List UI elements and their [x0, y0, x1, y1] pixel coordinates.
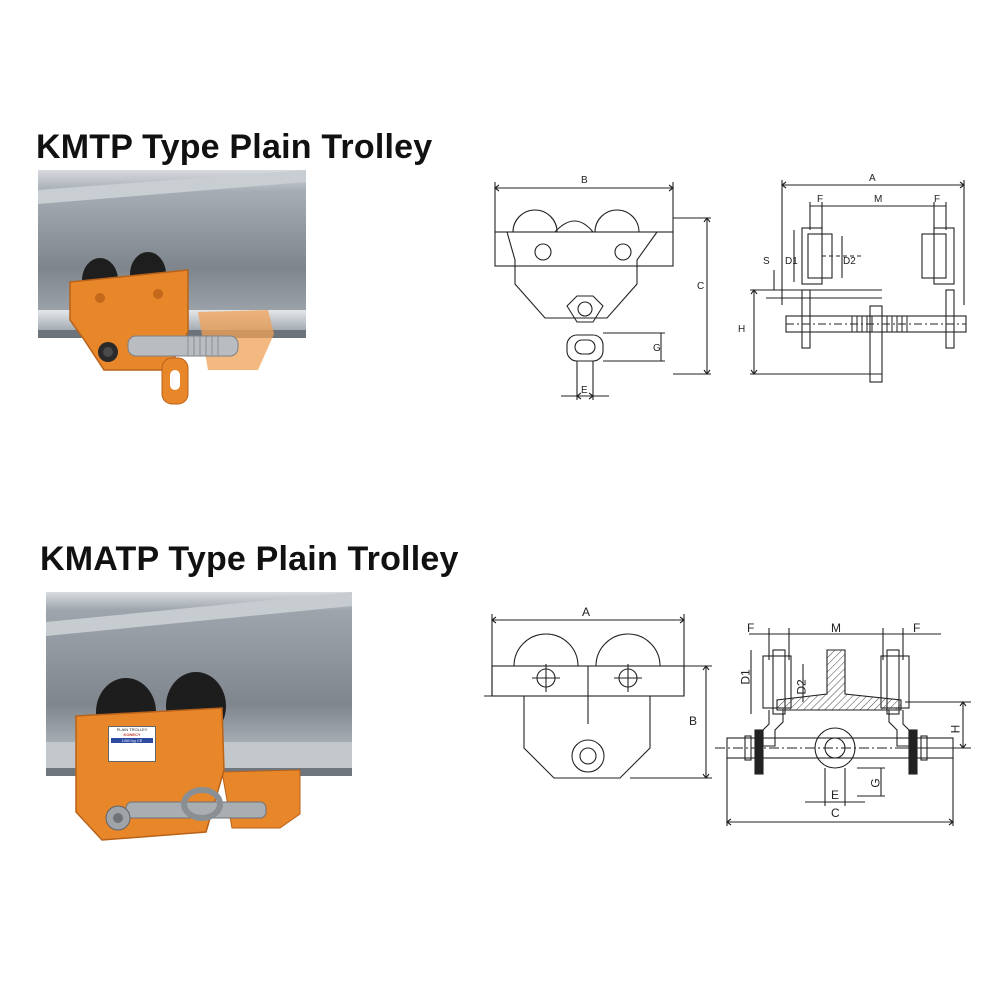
kmatp-side-dim-a: A: [582, 605, 591, 619]
kmtp-side-dim-e: E: [581, 385, 588, 396]
kmtp-trolley-photo: [38, 170, 306, 405]
section-1-title: KMTP Type Plain Trolley: [36, 128, 433, 166]
kmatp-trolley-photo: PLAIN TROLLEY KONECY 1000 kg CE: [46, 592, 354, 854]
kmatp-front-dim-e: E: [831, 788, 840, 802]
kmtp-side-view-drawing: [494, 182, 711, 400]
kmatp-front-dim-g: G: [868, 778, 883, 788]
kmtp-front-dim-d1: D1: [785, 256, 798, 267]
nameplate-ce-mark: CE: [136, 738, 143, 743]
kmtp-front-dim-a: A: [869, 173, 876, 184]
kmtp-front-dim-f-left: F: [817, 194, 824, 205]
kmtp-front-dim-s: S: [763, 256, 770, 267]
kmatp-front-dim-d1: D1: [738, 669, 753, 685]
kmatp-front-dim-c: C: [831, 806, 840, 820]
kmtp-front-view-drawing: [750, 180, 967, 383]
kmatp-front-dim-f-left: F: [747, 621, 755, 635]
kmtp-side-dim-c: C: [697, 281, 705, 292]
section-2-title: KMATP Type Plain Trolley: [40, 540, 459, 578]
kmtp-front-dim-h: H: [738, 324, 746, 335]
kmatp-front-dim-h: H: [948, 724, 963, 734]
kmtp-front-dim-f-right: F: [934, 194, 941, 205]
kmatp-front-dim-f-right: F: [913, 621, 921, 635]
kmatp-front-dim-m: M: [831, 621, 841, 635]
nameplate-line1: PLAIN TROLLEY: [116, 727, 148, 732]
kmtp-side-dim-b: B: [581, 175, 588, 186]
kmtp-front-dim-d2: D2: [843, 256, 856, 267]
nameplate-capacity: 1000 kg: [121, 738, 136, 743]
nameplate-brand: KONECY: [123, 732, 141, 737]
capacity-nameplate: PLAIN TROLLEY KONECY 1000 kg CE: [108, 726, 156, 762]
kmatp-front-view-drawing: [715, 628, 971, 826]
kmtp-front-dim-m: M: [874, 194, 883, 205]
kmatp-side-view-drawing: [484, 614, 712, 779]
kmatp-front-dim-d2: D2: [794, 679, 809, 695]
kmatp-side-dim-b: B: [689, 714, 698, 728]
kmtp-side-dim-g: G: [653, 343, 661, 354]
